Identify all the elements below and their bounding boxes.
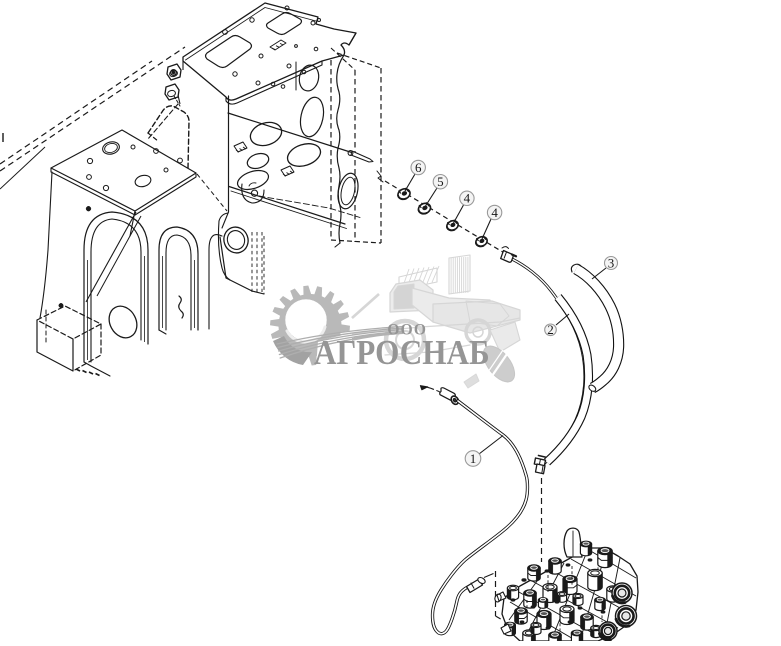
svg-text:3: 3 [608, 255, 615, 270]
svg-text:OOO: OOO [387, 322, 427, 339]
svg-text:1: 1 [470, 451, 477, 466]
svg-text:5: 5 [437, 174, 444, 189]
svg-text:4: 4 [491, 205, 498, 220]
svg-text:4: 4 [464, 191, 471, 206]
svg-text:2: 2 [547, 322, 554, 337]
svg-text:6: 6 [415, 160, 422, 175]
svg-text:АГРОСНАБ: АГРОСНАБ [314, 334, 490, 373]
